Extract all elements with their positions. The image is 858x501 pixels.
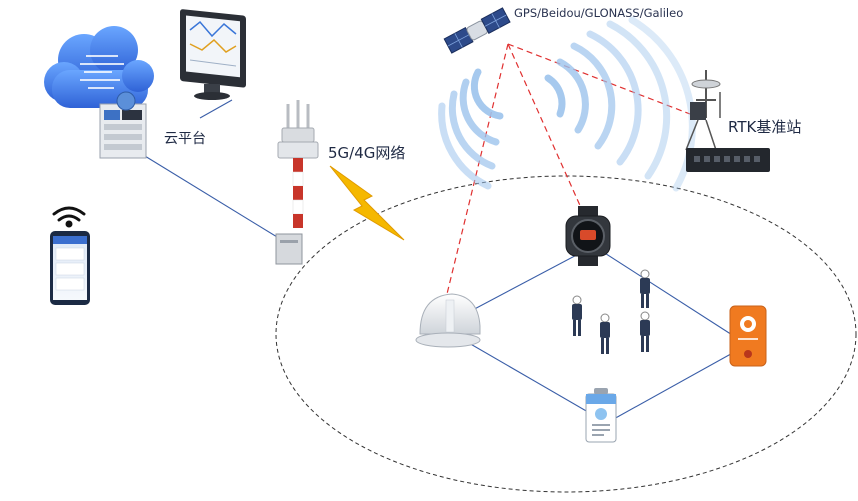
phone-icon [50, 231, 90, 305]
network-label: 5G/4G网络 [328, 144, 406, 162]
id-card-icon [585, 388, 617, 443]
signal-waves-left [438, 68, 504, 190]
cloud-icon [44, 26, 154, 108]
cloud-platform-label: 云平台 [164, 131, 206, 147]
monitor-icon [180, 9, 246, 100]
worker-icon [600, 313, 610, 354]
worker-icon [640, 311, 650, 352]
rtk-station-label: RTK基准站 [728, 118, 802, 136]
cell-tower-icon [275, 100, 319, 265]
helmet-icon [415, 293, 481, 348]
work-area-boundary [275, 175, 857, 493]
satellite-signal-lines [445, 43, 691, 299]
server-icon [99, 91, 147, 159]
signal-waves-right [544, 16, 696, 192]
worker-icon [572, 295, 582, 336]
badge-icon [729, 305, 767, 367]
satellite-icon [443, 7, 511, 54]
wifi-icon [52, 206, 86, 228]
worker-icon [640, 269, 650, 308]
connection-lines [139, 99, 741, 421]
gnss-label: GPS/Beidou/GLONASS/Galileo [514, 6, 684, 20]
watch-icon [565, 206, 611, 266]
lightning-icon [329, 165, 405, 241]
rtk-base-station-icon [685, 70, 770, 172]
workers-group [572, 269, 650, 354]
